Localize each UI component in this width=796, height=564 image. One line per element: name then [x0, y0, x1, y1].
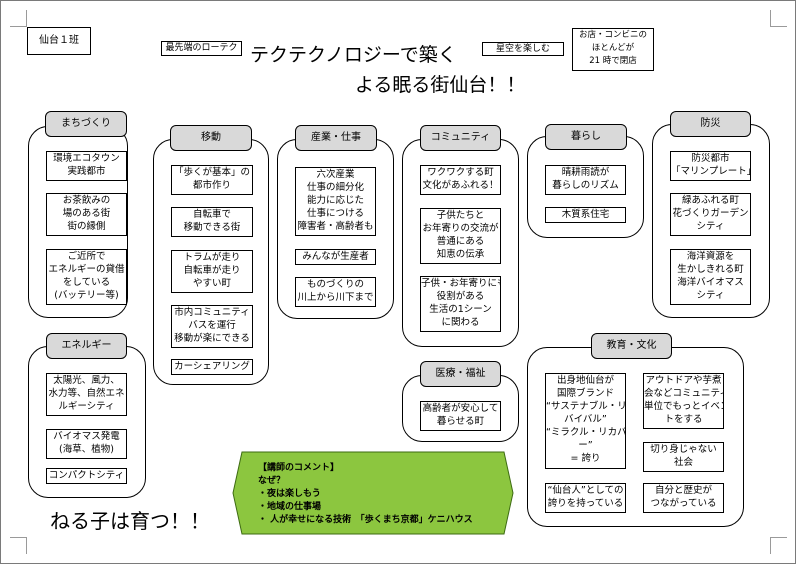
group-heading-community[interactable]: コミュニティ	[420, 125, 501, 151]
margin-corner-mark	[770, 537, 787, 554]
idea-card[interactable]: 晴耕雨読が 暮らしのリズム	[545, 165, 626, 195]
group-heading-energy[interactable]: エネルギー	[46, 333, 127, 359]
idea-card[interactable]: カーシェアリング	[171, 359, 253, 375]
idea-card[interactable]: コンパクトシティ	[46, 468, 127, 484]
shops-tag[interactable]: お店・コンビニの ほとんどが 21 時で閉店	[572, 28, 654, 71]
group-heading-machizukuri[interactable]: まちづくり	[45, 111, 127, 137]
idea-card[interactable]: 子供たちと お年寄りの交流が 普通にある 知恵の伝承	[420, 208, 501, 264]
lowtech-tag[interactable]: 最先端のローテク	[161, 41, 242, 56]
idea-card[interactable]: 海洋資源を 生かしきれる町 海洋バイオマス シティ	[670, 249, 751, 305]
page-title-line1: テクテクノロジーで築く	[250, 44, 457, 66]
idea-card[interactable]: ものづくりの 川上から川下まで	[295, 277, 376, 307]
idea-card[interactable]: 市内コミュニティ バスを運行 移動が楽にできる	[171, 305, 253, 348]
margin-corner-mark	[10, 10, 27, 27]
idea-card[interactable]: みんなが生産者	[295, 249, 376, 265]
idea-card[interactable]: “仙台人”としての 誇りを持っている	[545, 483, 626, 513]
group-label-box[interactable]: 仙台１班	[27, 27, 91, 55]
idea-card[interactable]: 木質系住宅	[545, 207, 626, 223]
idea-card[interactable]: 自分と歴史が つながっている	[643, 483, 724, 513]
idea-card[interactable]: トラムが走り 自転車が走り やすい町	[171, 250, 253, 293]
group-heading-iryo[interactable]: 医療・福祉	[420, 361, 501, 387]
instructor-comment-shape[interactable]: 【講師のコメント】 なぜ？ ・夜は楽しもう ・地域の仕事場 ・ 人が幸せになる技…	[232, 451, 514, 535]
comment-hexagon	[232, 451, 514, 535]
idea-card[interactable]: 「歩くが基本」の 都市作り	[171, 165, 253, 195]
idea-card[interactable]: ワクワクする町 文化があふれる！	[420, 165, 501, 195]
idea-card[interactable]: 防災都市 「マリンプレート」	[670, 151, 751, 181]
stars-tag[interactable]: 星空を楽しむ	[482, 42, 564, 56]
group-heading-bousai[interactable]: 防災	[670, 111, 751, 137]
margin-corner-mark	[770, 10, 787, 27]
idea-card[interactable]: 太陽光、風力、 水力等、自然エネ ルギーシティ	[46, 373, 127, 416]
closing-slogan: ねる子は育つ！！	[50, 509, 210, 533]
group-heading-ido[interactable]: 移動	[170, 125, 252, 151]
idea-card[interactable]: アウトドアや芋煮 会などコミュニティ 単位でもっとイベン トをする	[643, 373, 724, 429]
idea-card[interactable]: 出身地仙台が 国際ブランド “サステナブル・リ バイバル” “ミラクル・リカバリ…	[545, 373, 626, 469]
idea-card[interactable]: ご近所で エネルギーの貸借 をしている (バッテリー等)	[46, 249, 127, 305]
group-heading-kurashi[interactable]: 暮らし	[545, 124, 627, 150]
group-heading-kyoiku[interactable]: 教育・文化	[591, 333, 672, 359]
page-title-line2: よる眠る街仙台！！	[355, 74, 526, 96]
idea-card[interactable]: 高齢者が安心して 暮らせる町	[420, 401, 501, 431]
margin-corner-mark	[10, 537, 27, 554]
idea-card[interactable]: 切り身じゃない 社会	[643, 442, 724, 472]
idea-card[interactable]: 子供・お年寄りにも 役割がある 生活の1シーン に関わる	[420, 276, 501, 332]
instructor-comment-text: 【講師のコメント】 なぜ？ ・夜は楽しもう ・地域の仕事場 ・ 人が幸せになる技…	[258, 463, 473, 525]
idea-card[interactable]: 六次産業 仕事の細分化 能力に応じた 仕事につける 障害者・高齢者も	[295, 167, 376, 236]
idea-card[interactable]: 緑あふれる町 花づくりガーデン シティ	[670, 193, 751, 236]
idea-card[interactable]: バイオマス発電 (海草、植物)	[46, 429, 127, 459]
idea-card[interactable]: 環境エコタウン 実践都市	[46, 151, 127, 181]
idea-card[interactable]: お茶飲みの 場のある街 街の縁側	[46, 193, 127, 236]
group-heading-sangyo[interactable]: 産業・仕事	[295, 125, 377, 151]
idea-card[interactable]: 自転車で 移動できる街	[171, 207, 253, 237]
